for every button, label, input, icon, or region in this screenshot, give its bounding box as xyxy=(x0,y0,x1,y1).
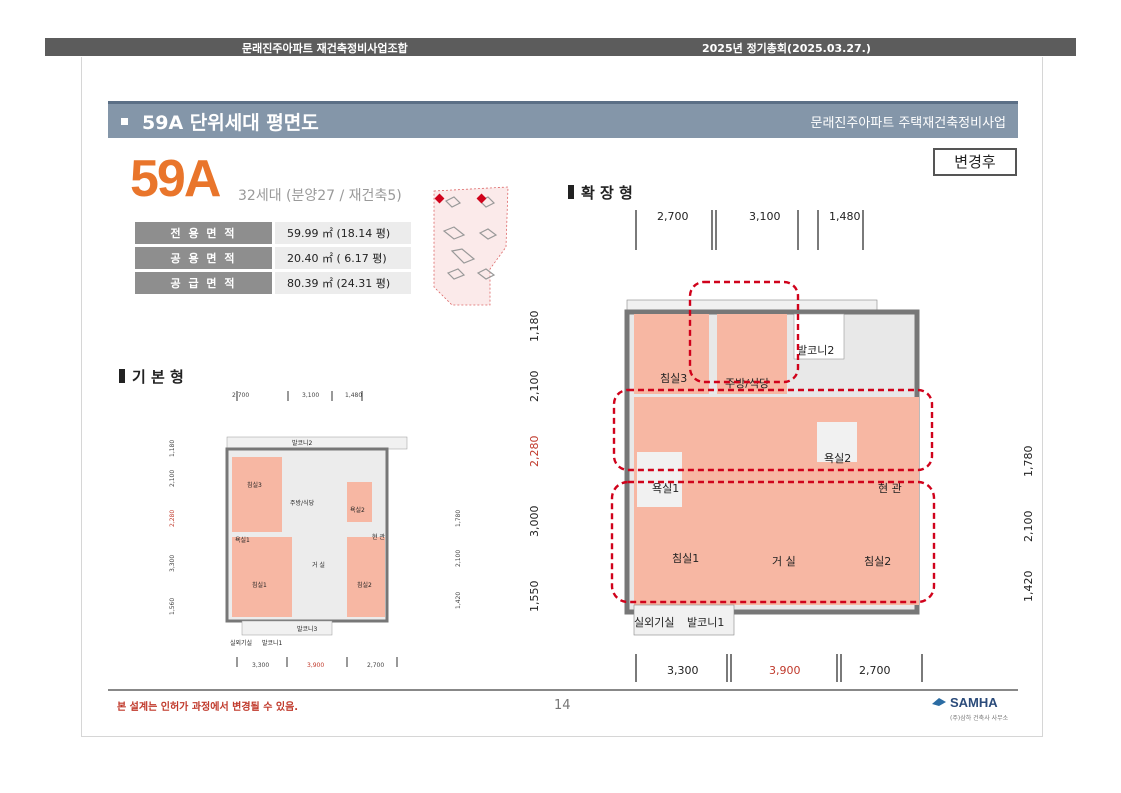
dim-left: 2,100 xyxy=(528,371,541,403)
room-label: 발코니2 xyxy=(292,439,313,447)
extended-floor-plan: 2,700 3,100 1,480 3,300 3,900 2,700 1,18… xyxy=(528,210,1035,682)
room-label: 침실2 xyxy=(864,555,891,568)
room-label: 거 실 xyxy=(312,561,325,569)
basic-floor-plan: 2,700 3,100 1,480 3,300 3,900 2,700 1,18… xyxy=(169,391,462,669)
company-logo: SAMHA xyxy=(931,695,998,710)
room-label: 거 실 xyxy=(772,555,796,568)
households: 32세대 (분양27 / 재건축5) xyxy=(238,188,402,204)
slide-subtitle: 문래진주아파트 주택재건축정비사업 xyxy=(810,116,1007,131)
page-number: 14 xyxy=(554,698,571,713)
status-badge: 변경후 xyxy=(933,148,1017,176)
extended-heading: 확 장 형 xyxy=(568,182,633,203)
room-label: 실외기실 xyxy=(230,639,252,647)
slide-title: 59A 단위세대 평면도 xyxy=(142,112,319,134)
dim-top: 2,700 xyxy=(232,392,249,399)
basic-heading: 기 본 형 xyxy=(119,366,184,387)
title-bar: 59A 단위세대 평면도 문래진주아파트 주택재건축정비사업 xyxy=(108,101,1018,138)
dim-top: 1,480 xyxy=(345,392,362,399)
dim-top: 3,100 xyxy=(302,392,319,399)
header-right: 2025년 정기총회(2025.03.27.) xyxy=(702,42,871,55)
dim-right: 1,780 xyxy=(1022,446,1035,478)
header-left: 문래진주아파트 재건축정비사업조합 xyxy=(242,42,408,55)
dim-left: 3,300 xyxy=(169,555,176,572)
footer-divider xyxy=(108,689,1018,691)
room-label: 침실3 xyxy=(660,372,687,385)
room-label: 침실2 xyxy=(357,581,372,589)
highlight-bottom xyxy=(610,480,936,604)
dim-right: 2,100 xyxy=(1022,511,1035,543)
dim-left: 1,550 xyxy=(528,581,541,613)
room-label: 현 관 xyxy=(372,533,385,541)
room-label: 침실1 xyxy=(252,581,267,589)
dim-right: 1,420 xyxy=(1022,571,1035,603)
room-label: 주방/식당 xyxy=(725,377,769,390)
dim-top: 1,480 xyxy=(829,210,861,223)
dim-bottom: 2,700 xyxy=(367,662,384,669)
logo-icon xyxy=(932,698,946,706)
room-label: 욕실2 xyxy=(350,506,365,514)
unit-type: 59A xyxy=(130,150,221,208)
dim-left: 1,180 xyxy=(528,311,541,343)
room-label: 주방/식당 xyxy=(290,499,315,507)
highlight-middle xyxy=(612,388,934,472)
room-label: 욕실1 xyxy=(235,536,250,544)
room-label: 발코니1 xyxy=(687,616,724,629)
dim-left: 2,100 xyxy=(169,470,176,487)
dim-bottom: 3,900 xyxy=(307,662,324,669)
dim-right: 1,420 xyxy=(455,592,462,609)
dim-left: 2,280 xyxy=(169,510,176,527)
dim-left: 3,000 xyxy=(528,506,541,538)
dim-top: 2,700 xyxy=(657,210,689,223)
company-logo-sub: (주)삼하 건축사 사무소 xyxy=(950,715,1009,722)
site-key-map xyxy=(433,186,509,306)
dim-bottom: 3,300 xyxy=(252,662,269,669)
dim-right: 2,100 xyxy=(455,550,462,567)
dim-left: 1,560 xyxy=(169,598,176,615)
highlight-kitchen xyxy=(688,280,800,384)
dim-bottom: 2,700 xyxy=(859,664,891,677)
dim-left: 2,280 xyxy=(528,436,541,468)
dim-right: 1,780 xyxy=(455,510,462,527)
footnote: 본 설계는 인허가 과정에서 변경될 수 있음. xyxy=(117,702,299,713)
room-label: 침실1 xyxy=(672,552,699,565)
room-label: 욕실1 xyxy=(652,482,679,495)
room-label: 발코니1 xyxy=(262,639,283,647)
dim-bottom: 3,900 xyxy=(769,664,801,677)
room-label: 침실3 xyxy=(247,481,262,489)
document-header: 문래진주아파트 재건축정비사업조합 2025년 정기총회(2025.03.27.… xyxy=(45,38,1076,56)
room-label: 현 관 xyxy=(878,482,902,495)
room-label: 실외기실 xyxy=(634,616,674,629)
slide: 59A 단위세대 평면도 문래진주아파트 주택재건축정비사업 변경후 59A 3… xyxy=(81,57,1043,737)
bullet-square-icon xyxy=(121,118,128,125)
dim-bottom: 3,300 xyxy=(667,664,699,677)
dim-top: 3,100 xyxy=(749,210,781,223)
room-label: 발코니3 xyxy=(297,625,318,633)
dim-left: 1,180 xyxy=(169,440,176,457)
room-label: 발코니2 xyxy=(797,344,834,357)
room-label: 욕실2 xyxy=(824,452,851,465)
